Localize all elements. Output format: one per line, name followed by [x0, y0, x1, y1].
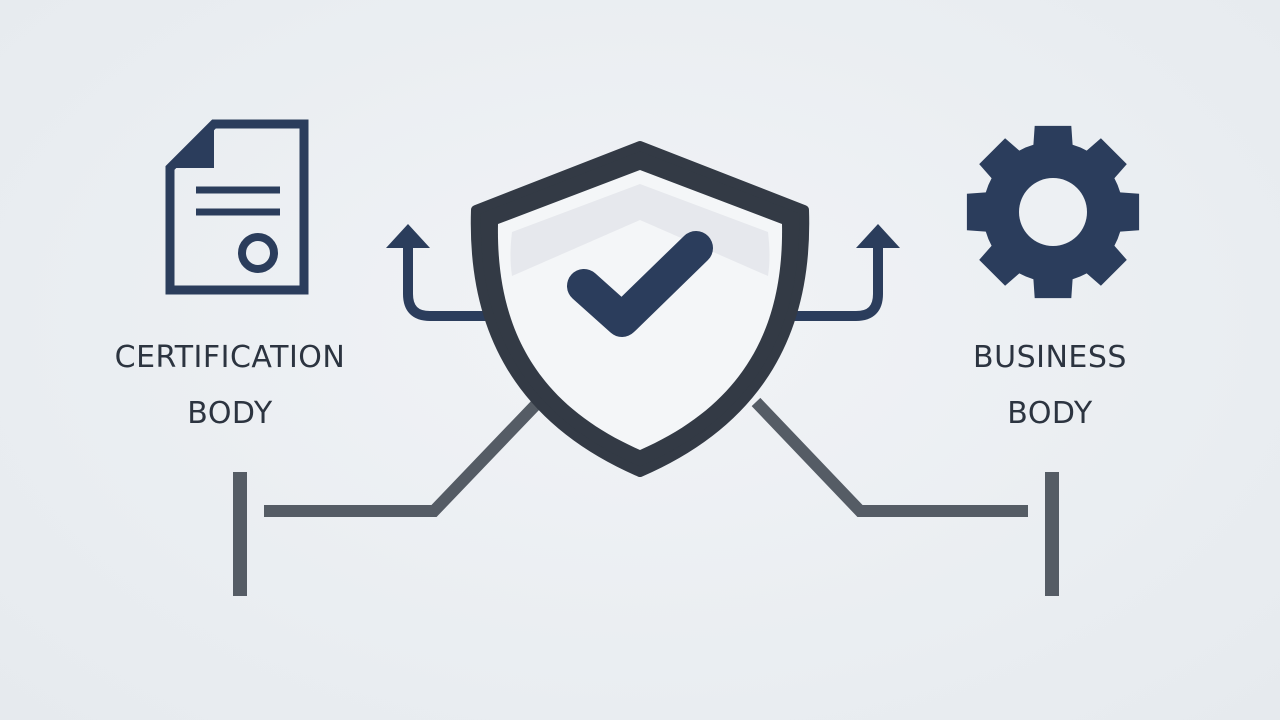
business-body-line2: BODY [1007, 396, 1093, 431]
left-connector [233, 387, 553, 596]
shield-check-icon [470, 141, 810, 477]
right-arrow-icon [782, 224, 900, 321]
certification-body-label: CERTIFICATION BODY [70, 330, 390, 442]
check-mark-icon [567, 231, 713, 337]
left-connector-line [264, 387, 553, 517]
left-arrow-icon [386, 224, 498, 321]
business-body-line1: BUSINESS [973, 340, 1127, 375]
right-connector-line [751, 397, 1028, 517]
certification-body-line2: BODY [187, 396, 273, 431]
gear-icon [966, 125, 1140, 299]
business-body-label: BUSINESS BODY [900, 330, 1200, 442]
certification-body-line1: CERTIFICATION [114, 340, 346, 375]
gear-hole [1019, 178, 1087, 246]
document-seal-icon [165, 119, 309, 295]
right-connector [751, 397, 1059, 596]
